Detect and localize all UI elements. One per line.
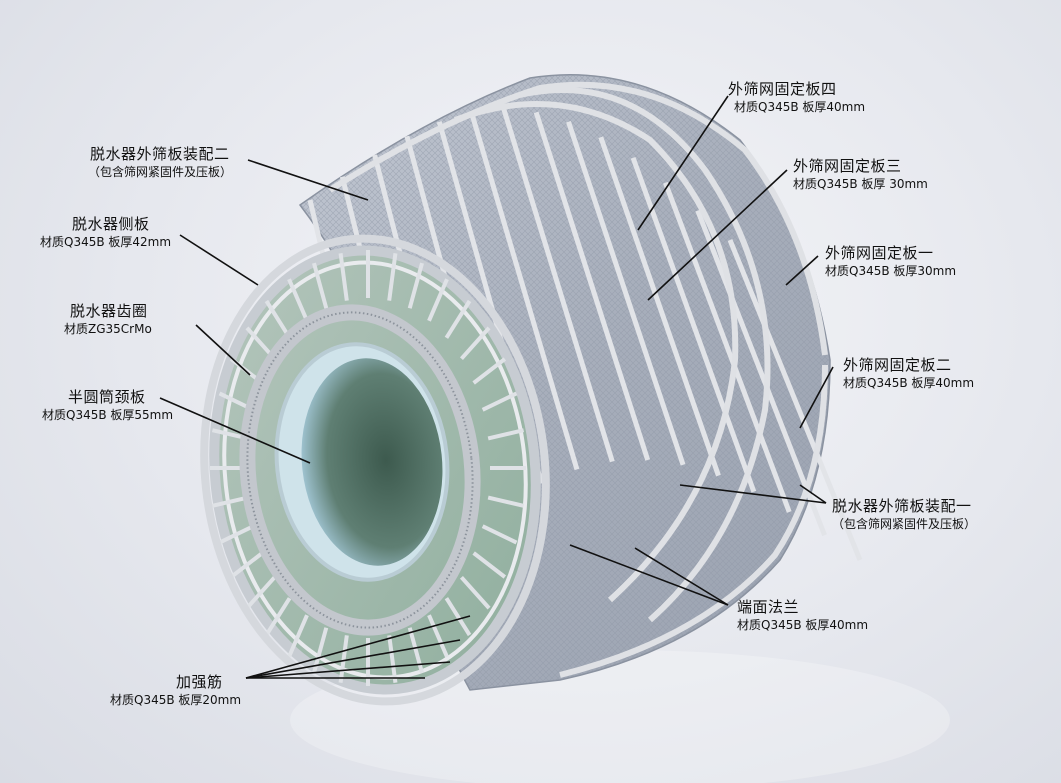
label-outer-plate-assembly-2: 脱水器外筛板装配二 （包含筛网紧固件及压板）: [88, 145, 233, 180]
longitudinal-bars: [307, 108, 863, 581]
longitudinal-bar: [501, 108, 615, 463]
leader-flange-b: [634, 547, 729, 606]
label-title: 加强筋: [176, 673, 223, 691]
label-sub: 材质Q345B 板厚42mm: [40, 235, 172, 249]
leader-gear-ring: [195, 324, 251, 376]
stiffener-rib: [287, 278, 309, 322]
longitudinal-bar: [566, 120, 686, 466]
label-sub: （包含筛网紧固件及压板）: [88, 165, 233, 179]
longitudinal-bar: [695, 209, 827, 537]
stiffener-rib: [387, 635, 398, 683]
stiffener-rib: [487, 495, 525, 508]
fix-ring-4: [453, 101, 739, 603]
leader-neck: [159, 397, 311, 464]
label-sub: 材质Q345B 板厚40mm: [843, 376, 975, 390]
longitudinal-bar: [533, 111, 651, 461]
stiffener-rib: [444, 299, 472, 339]
label-sub: 材质Q345B 板厚 30mm: [793, 177, 928, 191]
leader-fix-4: [637, 95, 729, 231]
stiffener-rib: [472, 551, 507, 579]
stiffener-rib: [487, 428, 525, 441]
stiffener-rib: [481, 391, 518, 412]
longitudinal-bar: [630, 156, 757, 493]
label-fix-plate-4: 外筛网固定板四 材质Q345B 板厚40mm: [728, 80, 865, 115]
label-sub: 材质Q345B 板厚40mm: [737, 618, 869, 632]
label-gear-ring: 脱水器齿圈 材质ZG35CrMo: [64, 302, 152, 337]
label-fix-plate-3: 外筛网固定板三 材质Q345B 板厚 30mm: [793, 157, 928, 192]
stiffener-rib: [407, 262, 424, 309]
label-sub: 材质Q345B 板厚30mm: [825, 264, 957, 278]
stiffener-rib: [312, 262, 329, 309]
label-title: 端面法兰: [737, 598, 800, 616]
end-flange: [200, 234, 550, 706]
leader-fix-2: [799, 366, 834, 429]
label-title: 半圆筒颈板: [68, 388, 146, 406]
stiffener-rib: [218, 524, 255, 545]
label-title: 外筛网固定板二: [843, 356, 952, 374]
label-title: 脱水器齿圈: [70, 302, 148, 320]
stiffener-rib: [459, 575, 491, 610]
stiffener-rib: [407, 627, 424, 674]
label-sub: 材质Q345B 板厚40mm: [734, 100, 866, 114]
leader-fix-3: [647, 169, 788, 301]
stiffener-rib: [245, 575, 277, 610]
label-half-cylinder-neck: 半圆筒颈板 材质Q345B 板厚55mm: [42, 388, 173, 423]
longitudinal-bar: [663, 181, 792, 513]
leader-outer-plate-2: [247, 159, 369, 201]
leader-lines: [159, 95, 834, 679]
label-sub: 材质Q345B 板厚55mm: [42, 408, 174, 422]
label-title: 外筛网固定板三: [793, 157, 902, 175]
stiffener-rib: [229, 551, 264, 579]
stiffener-rib: [472, 357, 507, 385]
leader-outer-plate-1a: [679, 484, 827, 504]
stiffener-rib: [338, 635, 349, 683]
label-side-plate: 脱水器侧板 材质Q345B 板厚42mm: [40, 215, 171, 250]
label-title: 脱水器外筛板装配二: [90, 145, 230, 163]
stiffener-rib: [427, 614, 449, 658]
stiffener-rib: [481, 524, 518, 545]
stiffener-rib: [338, 253, 349, 301]
longitudinal-bar: [469, 111, 580, 471]
label-sub: （包含筛网紧固件及压板）: [832, 517, 977, 531]
leader-stiffener-c: [245, 661, 451, 679]
label-fix-plate-1: 外筛网固定板一 材质Q345B 板厚30mm: [825, 244, 956, 279]
stiffener-rib: [287, 614, 309, 658]
fixing-rings: [328, 81, 828, 678]
label-title: 脱水器侧板: [72, 215, 150, 233]
stiffener-rib: [264, 299, 292, 339]
stiffener-rib: [444, 597, 472, 637]
stiffener-rib: [387, 253, 398, 301]
label-title: 外筛网固定板四: [728, 80, 837, 98]
longitudinal-bar: [727, 239, 863, 561]
leader-stiffener-b: [245, 639, 461, 679]
stiffener-rib: [459, 326, 491, 361]
fix-ring-3: [519, 87, 771, 623]
leader-fix-1: [785, 255, 819, 286]
gear-ring: [239, 304, 481, 636]
longitudinal-bar: [598, 136, 721, 477]
stiffener-rib: [427, 278, 449, 322]
leader-side-plate: [179, 234, 259, 286]
stiffener-rib: [264, 597, 292, 637]
label-title: 脱水器外筛板装配一: [832, 497, 972, 515]
stiffener-rib: [211, 495, 249, 508]
label-fix-plate-2: 外筛网固定板二 材质Q345B 板厚40mm: [843, 356, 974, 391]
label-sub: 材质Q345B 板厚20mm: [110, 693, 242, 707]
label-sub: 材质ZG35CrMo: [64, 322, 152, 336]
fix-ring-1: [328, 81, 828, 356]
label-stiffener: 加强筋 材质Q345B 板厚20mm: [110, 673, 241, 708]
label-end-flange: 端面法兰 材质Q345B 板厚40mm: [737, 598, 868, 633]
label-outer-plate-assembly-1: 脱水器外筛板装配一 （包含筛网紧固件及压板）: [832, 497, 976, 532]
leader-stiffener-a: [245, 615, 471, 679]
fix-ring-2: [559, 364, 828, 678]
inner-bore: [274, 342, 450, 582]
leader-flange-a: [569, 544, 729, 606]
label-title: 外筛网固定板一: [825, 244, 934, 262]
leader-outer-plate-1b: [799, 484, 827, 504]
